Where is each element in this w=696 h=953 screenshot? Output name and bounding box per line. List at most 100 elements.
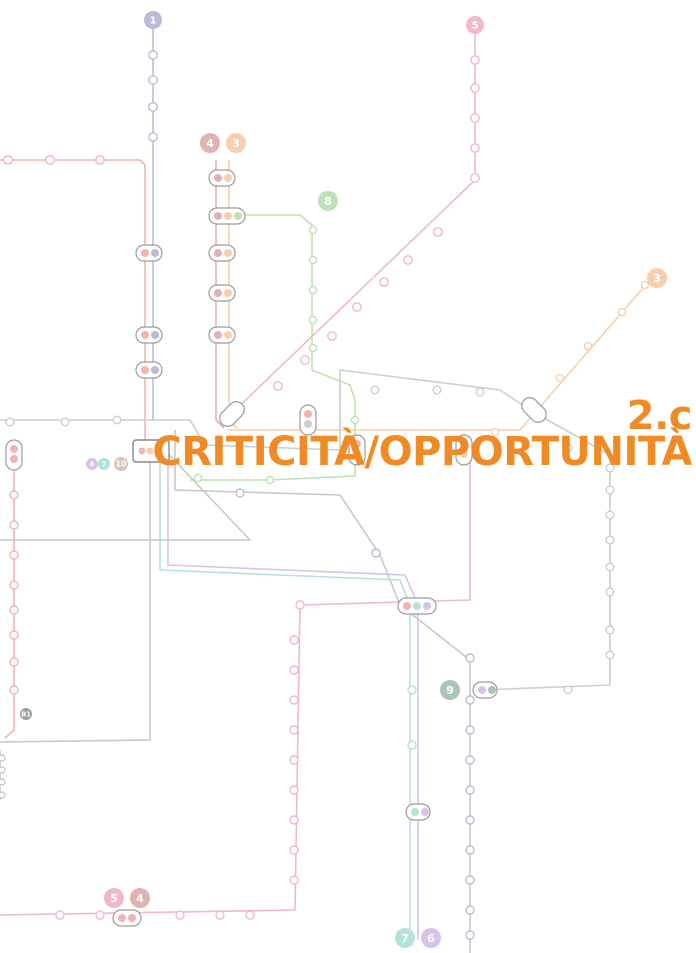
station-stop — [605, 587, 615, 597]
interchange-dot — [460, 440, 468, 448]
line-5 — [229, 25, 476, 416]
station-stop — [9, 657, 19, 667]
interchange-dot — [154, 447, 162, 455]
interchange-dot — [141, 366, 149, 374]
interchange-dot — [304, 410, 312, 418]
station-stop — [407, 740, 417, 750]
station-stop — [605, 625, 615, 635]
line-badge-label: 9 — [446, 684, 454, 697]
station-stop — [245, 910, 255, 920]
interchange — [521, 397, 547, 423]
interchange-dot — [413, 602, 421, 610]
line-badge: 6 — [421, 928, 441, 948]
interchange-dot — [488, 686, 496, 694]
line-badge: B1 — [20, 708, 32, 720]
station-stop — [465, 815, 475, 825]
station-stop — [289, 755, 299, 765]
line-badge-disc — [98, 458, 110, 470]
station-stop — [465, 653, 475, 663]
interchange-dot — [10, 455, 18, 463]
interchange-dot — [478, 686, 486, 694]
station-stop — [9, 605, 19, 615]
line-grey-b1 — [0, 440, 151, 743]
line-red-north — [0, 159, 146, 440]
station-stop — [470, 55, 480, 65]
interchange-dot — [353, 450, 361, 458]
line-badge: 7 — [395, 928, 415, 948]
station-stop — [5, 417, 15, 427]
station-stop — [273, 381, 283, 391]
line-badge-disc — [421, 928, 441, 948]
interchange — [219, 401, 245, 427]
interchange-dot — [146, 447, 154, 455]
station-stop — [0, 791, 6, 799]
station-stop — [300, 355, 310, 365]
line-7 — [159, 440, 411, 940]
line-badge-disc — [440, 680, 460, 700]
line-badge-disc — [200, 133, 220, 153]
station-stop — [289, 845, 299, 855]
station-stop — [465, 785, 475, 795]
station-stop — [475, 387, 485, 397]
station-stop — [470, 113, 480, 123]
station-stop — [289, 815, 299, 825]
line-badge-label: 10 — [116, 460, 127, 469]
interchange-dot — [460, 450, 468, 458]
station-stop — [9, 490, 19, 500]
line-8 — [190, 214, 356, 481]
station-stop — [148, 132, 158, 142]
station-stop — [350, 415, 360, 425]
interchange-dot — [214, 249, 222, 257]
station-stop — [9, 550, 19, 560]
interchange-dot — [214, 174, 222, 182]
interchange-dot — [141, 331, 149, 339]
station-stop — [45, 155, 55, 165]
station-stop — [465, 845, 475, 855]
line-badge-disc — [318, 191, 338, 211]
interchange-dot — [421, 808, 429, 816]
station-stop — [308, 285, 318, 295]
interchange-dot — [224, 174, 232, 182]
station-stop — [289, 695, 299, 705]
line-badge-label: 7 — [401, 932, 409, 945]
interchange-dot — [151, 331, 159, 339]
line-badge-label: 7 — [102, 460, 107, 468]
station-stop — [0, 766, 6, 774]
line-badge-label: 3 — [653, 272, 661, 285]
station-stop — [563, 443, 573, 453]
station-stop — [55, 910, 65, 920]
station-stop — [175, 910, 185, 920]
interchange-dot — [353, 440, 361, 448]
station-stop — [289, 665, 299, 675]
station-stop — [148, 75, 158, 85]
line-badge-disc — [226, 133, 246, 153]
line-badge: 7 — [98, 458, 110, 470]
line-badge: 1 — [144, 11, 162, 29]
station-stop — [327, 331, 337, 341]
interchange-dot — [214, 289, 222, 297]
station-stop — [308, 343, 318, 353]
station-stop — [95, 155, 105, 165]
interchange-dot — [224, 331, 232, 339]
station-stop — [193, 473, 203, 483]
station-stop — [308, 255, 318, 265]
station-stop — [215, 910, 225, 920]
line-badge-label: 4 — [136, 892, 144, 905]
line-badge: 5 — [466, 16, 484, 34]
station-stop — [465, 930, 475, 940]
station-stop — [9, 630, 19, 640]
station-stop — [95, 910, 105, 920]
station-stop — [605, 463, 615, 473]
interchange-dot — [138, 447, 146, 455]
line-badge-disc — [104, 888, 124, 908]
station-stop — [0, 754, 6, 762]
line-badge: 8 — [318, 191, 338, 211]
line-6 — [167, 440, 419, 940]
title-block: 2.c CRITICITÀ/OPPORTUNITÀ — [152, 396, 692, 472]
station-stop — [308, 315, 318, 325]
line-3-east — [229, 279, 651, 431]
station-stop — [415, 435, 425, 445]
station-stop — [235, 488, 245, 498]
station-stop — [370, 385, 380, 395]
